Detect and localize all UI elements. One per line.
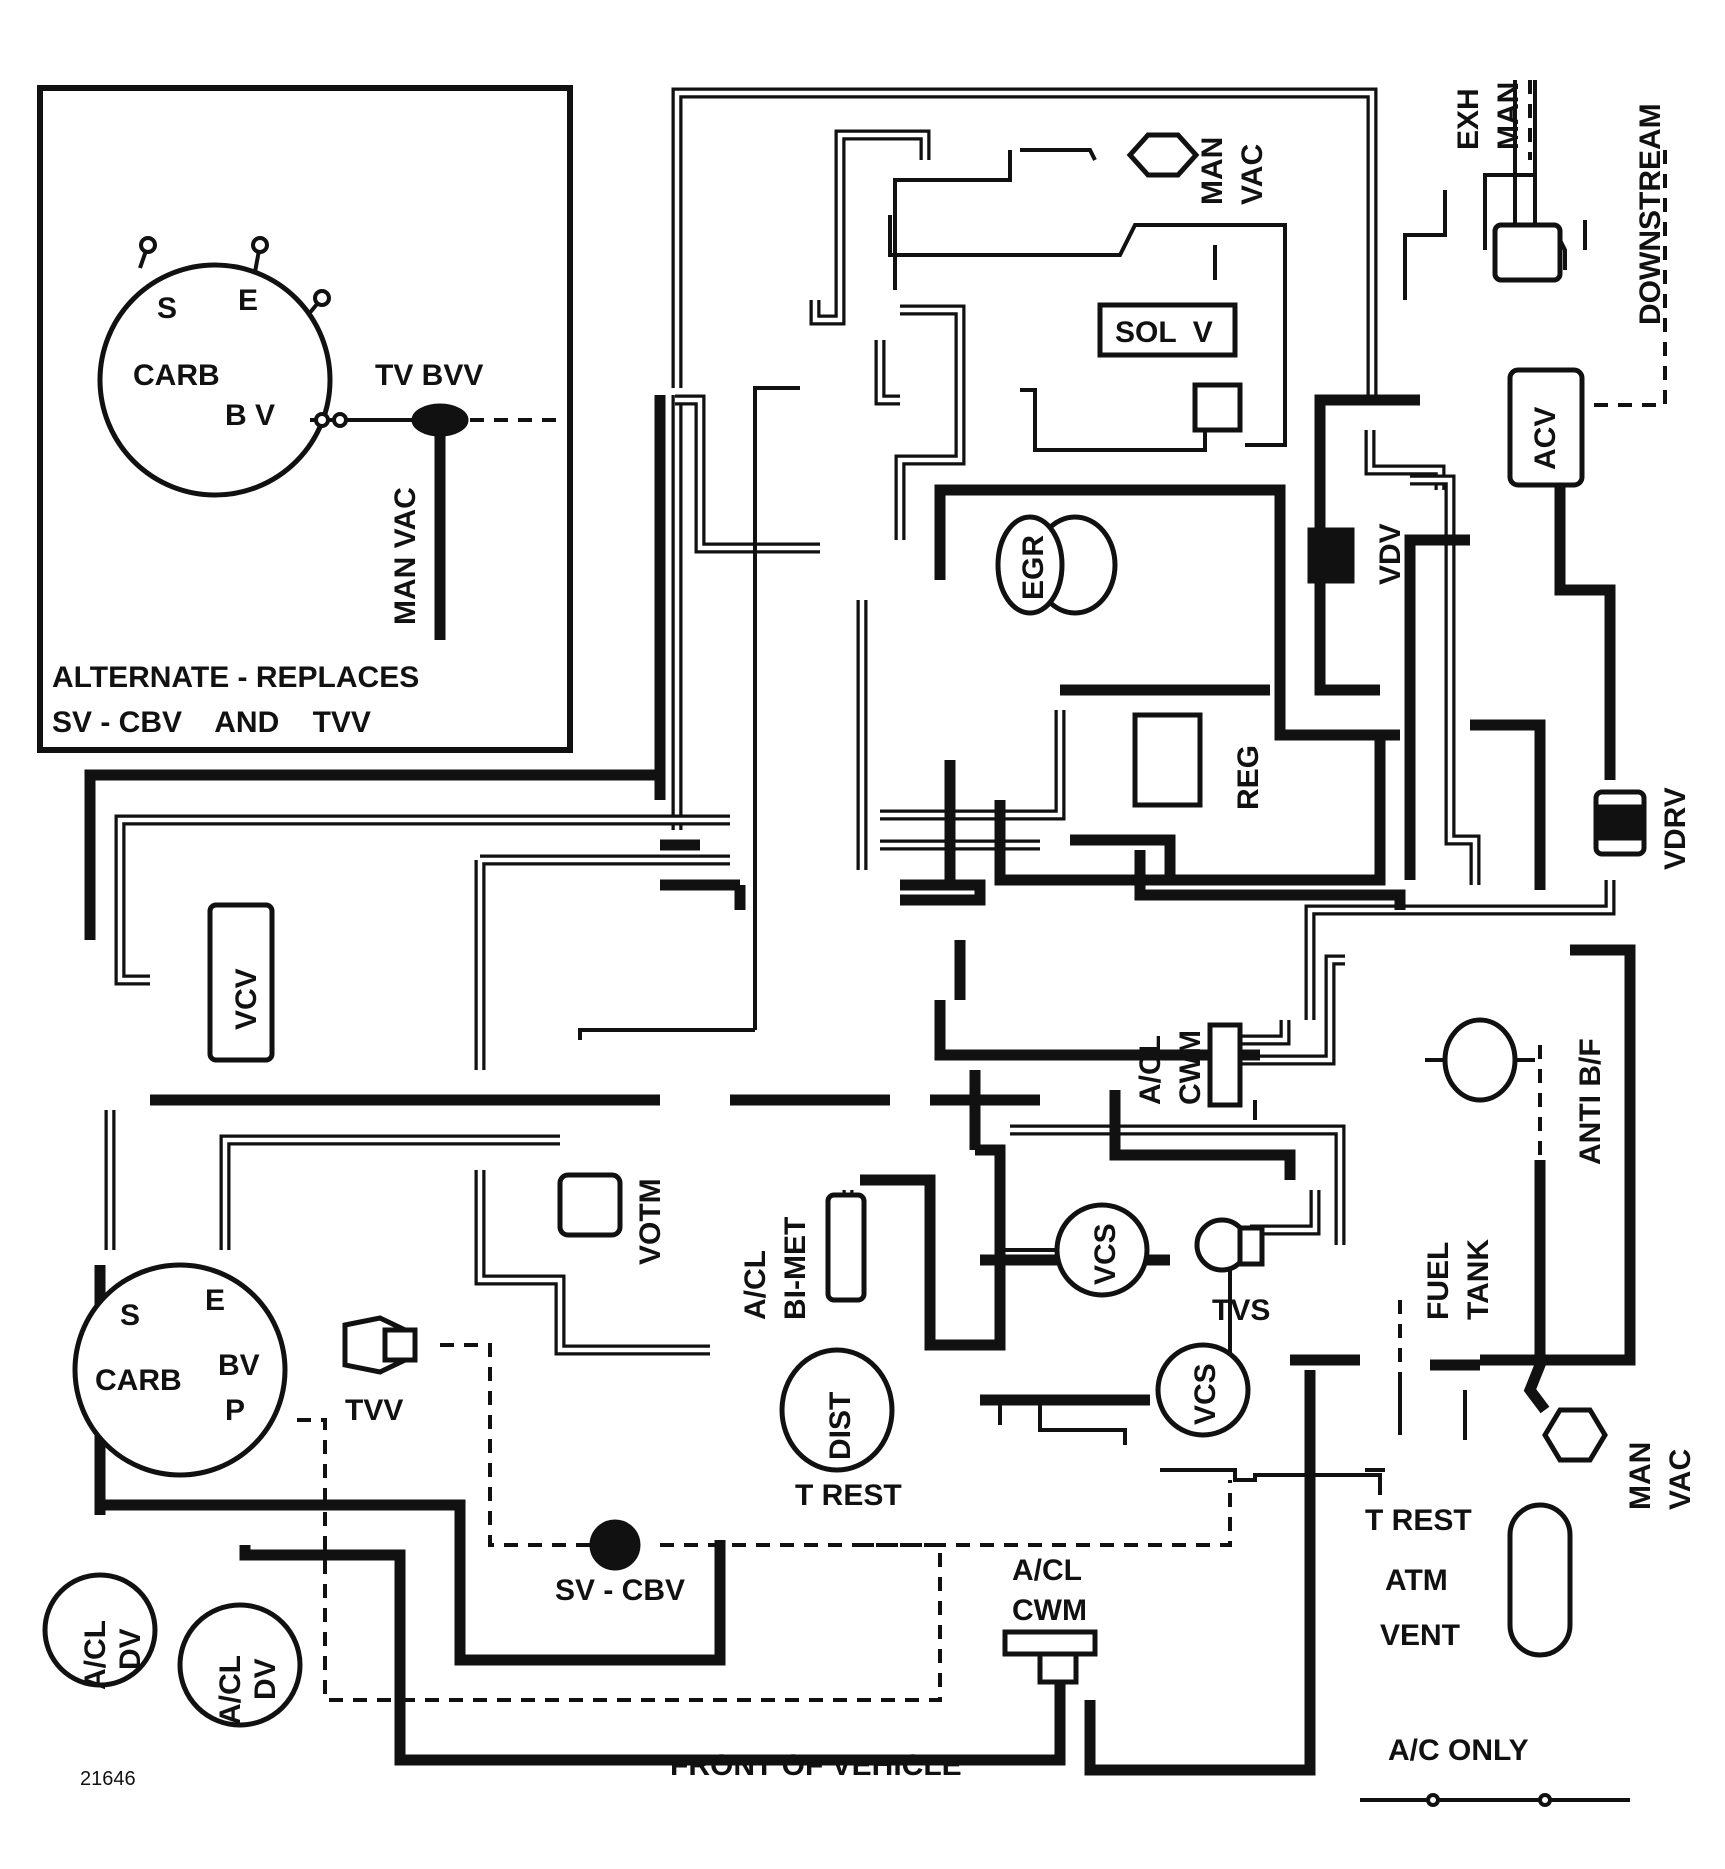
vcv-valve	[207, 902, 275, 1063]
ac-cl-bimet-label-1: A/CL	[739, 1250, 772, 1320]
ac-only-legend-label: A/C ONLY	[1388, 1734, 1529, 1767]
fuel-label-2: TANK	[1462, 1239, 1495, 1320]
ac-cl-dv-1	[42, 1572, 158, 1688]
vdv-valve	[1307, 527, 1355, 584]
egr-label: EGR	[1017, 535, 1050, 600]
reg-valve	[1132, 712, 1203, 808]
exh-man-valve	[1492, 222, 1563, 283]
inset-carb-s-label: S	[157, 292, 177, 325]
inset-tv-bvv-label: TV BVV	[375, 359, 483, 392]
dashed-hoses	[295, 80, 1667, 1702]
vdrv-valve-fill	[1597, 804, 1643, 841]
acv-valve	[1507, 367, 1585, 488]
man-vac-top-label-2: VAC	[1236, 144, 1269, 205]
t-rest-atm-canister	[1507, 1502, 1573, 1658]
inset-carb-label: CARB	[133, 359, 220, 392]
vdrv-label: VDRV	[1659, 787, 1692, 870]
tvv-label: TVV	[345, 1394, 403, 1427]
man-vac-bottom-label-1: MAN	[1624, 1442, 1657, 1510]
atm-label: ATM	[1385, 1564, 1448, 1597]
sv-cbv-label: SV - CBV	[555, 1574, 685, 1607]
carb-p-label: P	[225, 1394, 245, 1427]
tvs-head	[1237, 1225, 1265, 1267]
tvv-head	[382, 1327, 418, 1363]
ac-cl-cwm-bottom-stem	[1037, 1651, 1079, 1685]
carb-s-label: S	[120, 1299, 140, 1332]
inset-man-vac-label: MAN VAC	[389, 487, 422, 625]
legend-ac-only-dot-1	[1426, 1793, 1440, 1807]
t-rest-mid-label: T REST	[795, 1479, 902, 1512]
ac-cl-dv-2-label-b: DV	[249, 1658, 282, 1700]
legend-ac-only-dot-2	[1538, 1793, 1552, 1807]
inset-port-e	[251, 236, 269, 254]
inset-frame	[37, 85, 573, 753]
ac-only-hoses	[578, 80, 1630, 1807]
vcs-upper-label: VCS	[1089, 1223, 1122, 1285]
inset-caption-line1: ALTERNATE - REPLACES	[52, 661, 419, 694]
inset-port-s	[139, 236, 157, 254]
ac-cl-dv-1-label-b: DV	[114, 1628, 147, 1670]
sol-v-label: SOL V	[1115, 316, 1213, 349]
acv-label: ACV	[1529, 407, 1562, 470]
carb-e-label: E	[205, 1284, 225, 1317]
sv-cbv-valve	[589, 1519, 641, 1571]
inset-bv-port	[314, 412, 330, 428]
man-vac-bottom-fitting	[1542, 1407, 1608, 1463]
dist	[779, 1347, 895, 1473]
sol-v-box	[1097, 302, 1238, 358]
exh-label: EXH	[1452, 88, 1485, 150]
anti-bf-valve	[1442, 1017, 1518, 1103]
man-label: MAN	[1492, 82, 1525, 150]
downstream-label: DOWNSTREAM	[1634, 103, 1667, 325]
ac-cl-dv-1-label-a: A/CL	[79, 1620, 112, 1690]
ac-cl-bimet-label-2: BI-MET	[779, 1217, 812, 1320]
sol-v-valve-body	[1192, 382, 1243, 433]
inset-carb-bv-label: B V	[225, 399, 275, 432]
figure-number: 21646	[80, 1768, 136, 1790]
ac-cl-cwm-right-label-2: CWM	[1174, 1030, 1207, 1105]
inset-carb-e-label: E	[238, 284, 258, 317]
vent-label: VENT	[1380, 1619, 1460, 1652]
fuel-label-1: FUEL	[1422, 1242, 1455, 1320]
ac-cl-cwm-right	[1207, 1022, 1243, 1108]
ac-cl-cwm-bottom	[1002, 1629, 1098, 1657]
carb-bv-label: BV	[218, 1349, 260, 1382]
vcs-lower	[1155, 1342, 1251, 1438]
t-rest-right-label: T REST	[1365, 1504, 1472, 1537]
inset-port-aux	[313, 289, 331, 307]
carb-label: CARB	[95, 1364, 182, 1397]
reg-label: REG	[1232, 745, 1265, 810]
ac-cl-dv-2-label-a: A/CL	[214, 1655, 247, 1725]
dist-label: DIST	[824, 1392, 857, 1460]
anti-bf-label: ANTI B/F	[1574, 1038, 1607, 1165]
vdv-label: VDV	[1374, 523, 1407, 585]
inset-bv-connector	[332, 412, 348, 428]
man-vac-top-fitting	[1126, 132, 1200, 178]
ac-cl-cwm-right-label-1: A/CL	[1134, 1035, 1167, 1105]
inset-carb-body	[97, 262, 333, 498]
ac-cl-bimet	[825, 1192, 867, 1303]
ac-cl-cwm-bottom-label-2: CWM	[1012, 1594, 1087, 1627]
tvs-label: TVS	[1212, 1294, 1270, 1327]
vcs-lower-label: VCS	[1189, 1363, 1222, 1425]
egr-valve	[995, 514, 1065, 616]
man-vac-top-label-1: MAN	[1196, 137, 1229, 205]
ac-cl-dv-2	[177, 1602, 303, 1728]
solid-hoses	[84, 394, 1636, 1776]
vcv-label: VCV	[230, 968, 263, 1030]
man-vac-bottom-label-2: VAC	[1664, 1449, 1697, 1510]
alternate-inset: S E CARB B V TV BVV MAN VAC ALTERNATE - …	[37, 85, 573, 753]
votm	[557, 1172, 623, 1238]
front-of-vehicle-label: FRONT OF VEHICLE	[670, 1749, 962, 1782]
ac-cl-cwm-bottom-label-1: A/CL	[1012, 1554, 1082, 1587]
vcs-upper	[1054, 1202, 1150, 1298]
votm-label: VOTM	[634, 1178, 667, 1265]
carb-main	[72, 1262, 288, 1478]
double-hoses	[104, 87, 1616, 1356]
inset-caption-line2: SV - CBV AND TVV	[52, 706, 371, 739]
